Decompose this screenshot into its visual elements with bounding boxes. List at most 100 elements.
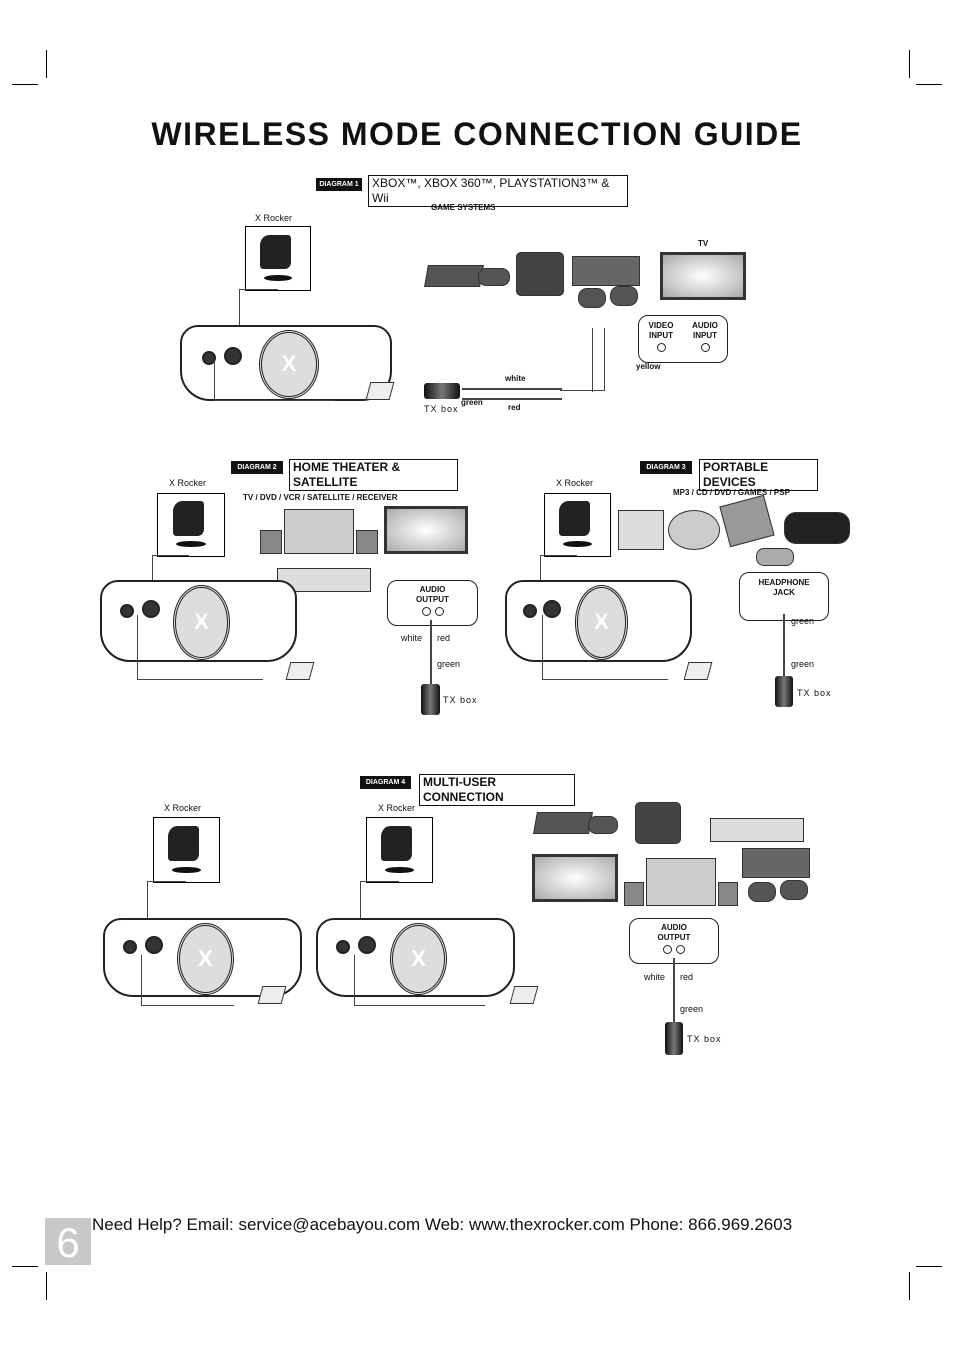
gamepad-icon [748, 882, 776, 902]
audio-input-label: AUDIO INPUT [692, 321, 718, 340]
control-panel: X [505, 580, 692, 662]
x-rocker-label: X Rocker [556, 478, 594, 488]
page-title: WIRELESS MODE CONNECTION GUIDE [151, 116, 803, 152]
crop-mark [12, 84, 38, 85]
av-input-panel: VIDEO INPUT AUDIO INPUT [638, 315, 728, 363]
cable [592, 328, 594, 392]
cable [147, 881, 186, 922]
diagram-heading: XBOX™, XBOX 360™, PLAYSTATION3™ & Wii [368, 175, 628, 207]
speaker-icon [260, 530, 282, 554]
diagram-tag: DIAGRAM 4 [360, 776, 411, 789]
chair-image [366, 817, 433, 883]
crop-mark [916, 1266, 942, 1267]
green-label: green [791, 616, 815, 626]
rca-cable [430, 620, 433, 684]
cd-player-icon [668, 510, 720, 550]
yellow-label: yellow [636, 362, 661, 371]
gamepad-icon [780, 880, 808, 900]
x-rocker-label: X Rocker [164, 803, 202, 813]
power-cable [137, 615, 263, 680]
tx-box-label: TX box [797, 688, 832, 698]
headphone-jack-label: HEADPHONE JACK [758, 578, 810, 597]
audio-cable [783, 614, 786, 676]
tx-box-label: TX box [687, 1034, 722, 1044]
gameboy-icon [719, 494, 775, 548]
diagram-tag: DIAGRAM 2 [231, 461, 283, 474]
crop-mark [916, 84, 942, 85]
video-input-label: VIDEO INPUT [648, 321, 674, 340]
crop-mark [46, 1272, 47, 1300]
control-panel: X [103, 918, 302, 997]
x-rocker-label: X Rocker [378, 803, 416, 813]
diagram-heading: HOME THEATER & SATELLITE [289, 459, 458, 491]
speaker-icon [356, 530, 378, 554]
chair-image [544, 493, 611, 557]
tv-icon [384, 506, 468, 554]
power-adapter-icon [285, 662, 315, 680]
diagram-tag: DIAGRAM 1 [316, 178, 362, 191]
gamepad-icon [610, 286, 638, 306]
cable [360, 881, 399, 922]
green-label: green [437, 659, 461, 669]
green-label: green [791, 659, 815, 669]
headphone-jack-panel: HEADPHONE JACK [739, 572, 829, 621]
power-adapter-icon [365, 382, 395, 400]
x-rocker-label: X Rocker [255, 213, 293, 223]
power-adapter-icon [683, 662, 713, 680]
tv-icon [660, 252, 746, 300]
tx-box-label: TX box [424, 404, 459, 414]
xbox-console-icon [572, 256, 640, 286]
page-number: 6 [45, 1218, 91, 1266]
devices-label: MP3 / CD / DVD / GAMES / PSP [673, 488, 790, 497]
red-label: red [508, 403, 521, 412]
control-panel: X [316, 918, 515, 997]
cable [560, 328, 605, 391]
dvd-player-icon [710, 818, 804, 842]
receiver-icon [646, 858, 716, 906]
chair-image [157, 493, 225, 557]
x-rocker-label: X Rocker [169, 478, 207, 488]
control-panel: X [180, 325, 392, 401]
audio-output-panel: AUDIO OUTPUT [387, 580, 478, 626]
power-cable [214, 360, 335, 401]
portable-dvd-icon [618, 510, 664, 550]
power-adapter-icon [257, 986, 287, 1004]
gamepad-icon [578, 288, 606, 308]
tx-box-icon [665, 1022, 683, 1055]
crop-mark [909, 50, 910, 78]
tx-box-icon [421, 684, 440, 715]
crop-mark [12, 1266, 38, 1267]
power-cable [542, 615, 668, 680]
devices-label: TV / DVD / VCR / SATELLITE / RECEIVER [243, 493, 398, 502]
xbox-console-icon [742, 848, 810, 878]
cable [540, 555, 577, 584]
rca-cable [673, 958, 676, 1022]
rca-cable [462, 388, 562, 400]
audio-output-panel: AUDIO OUTPUT [629, 918, 719, 964]
power-cable [354, 955, 485, 1006]
mp3-player-icon [756, 548, 794, 566]
white-label: white [401, 633, 423, 643]
diagram-heading: MULTI-USER CONNECTION [419, 774, 575, 806]
cable [152, 555, 189, 584]
game-systems-label: GAME SYSTEMS [431, 203, 496, 212]
tv-icon [532, 854, 618, 902]
tx-box-icon [424, 383, 460, 399]
gamepad-icon [588, 816, 618, 834]
chair-image [245, 226, 311, 291]
red-label: red [437, 633, 451, 643]
gamepad-icon [478, 268, 510, 286]
green-label: green [461, 398, 483, 407]
speaker-icon [718, 882, 738, 906]
control-panel: X [100, 580, 297, 662]
chair-image [153, 817, 220, 883]
crop-mark [46, 50, 47, 78]
power-adapter-icon [509, 986, 539, 1004]
gamecube-icon [635, 802, 681, 844]
playstation-console-icon [533, 812, 593, 834]
cable [239, 289, 278, 328]
red-label: red [680, 972, 694, 982]
playstation-console-icon [424, 265, 484, 287]
audio-output-label: AUDIO OUTPUT [416, 585, 449, 604]
